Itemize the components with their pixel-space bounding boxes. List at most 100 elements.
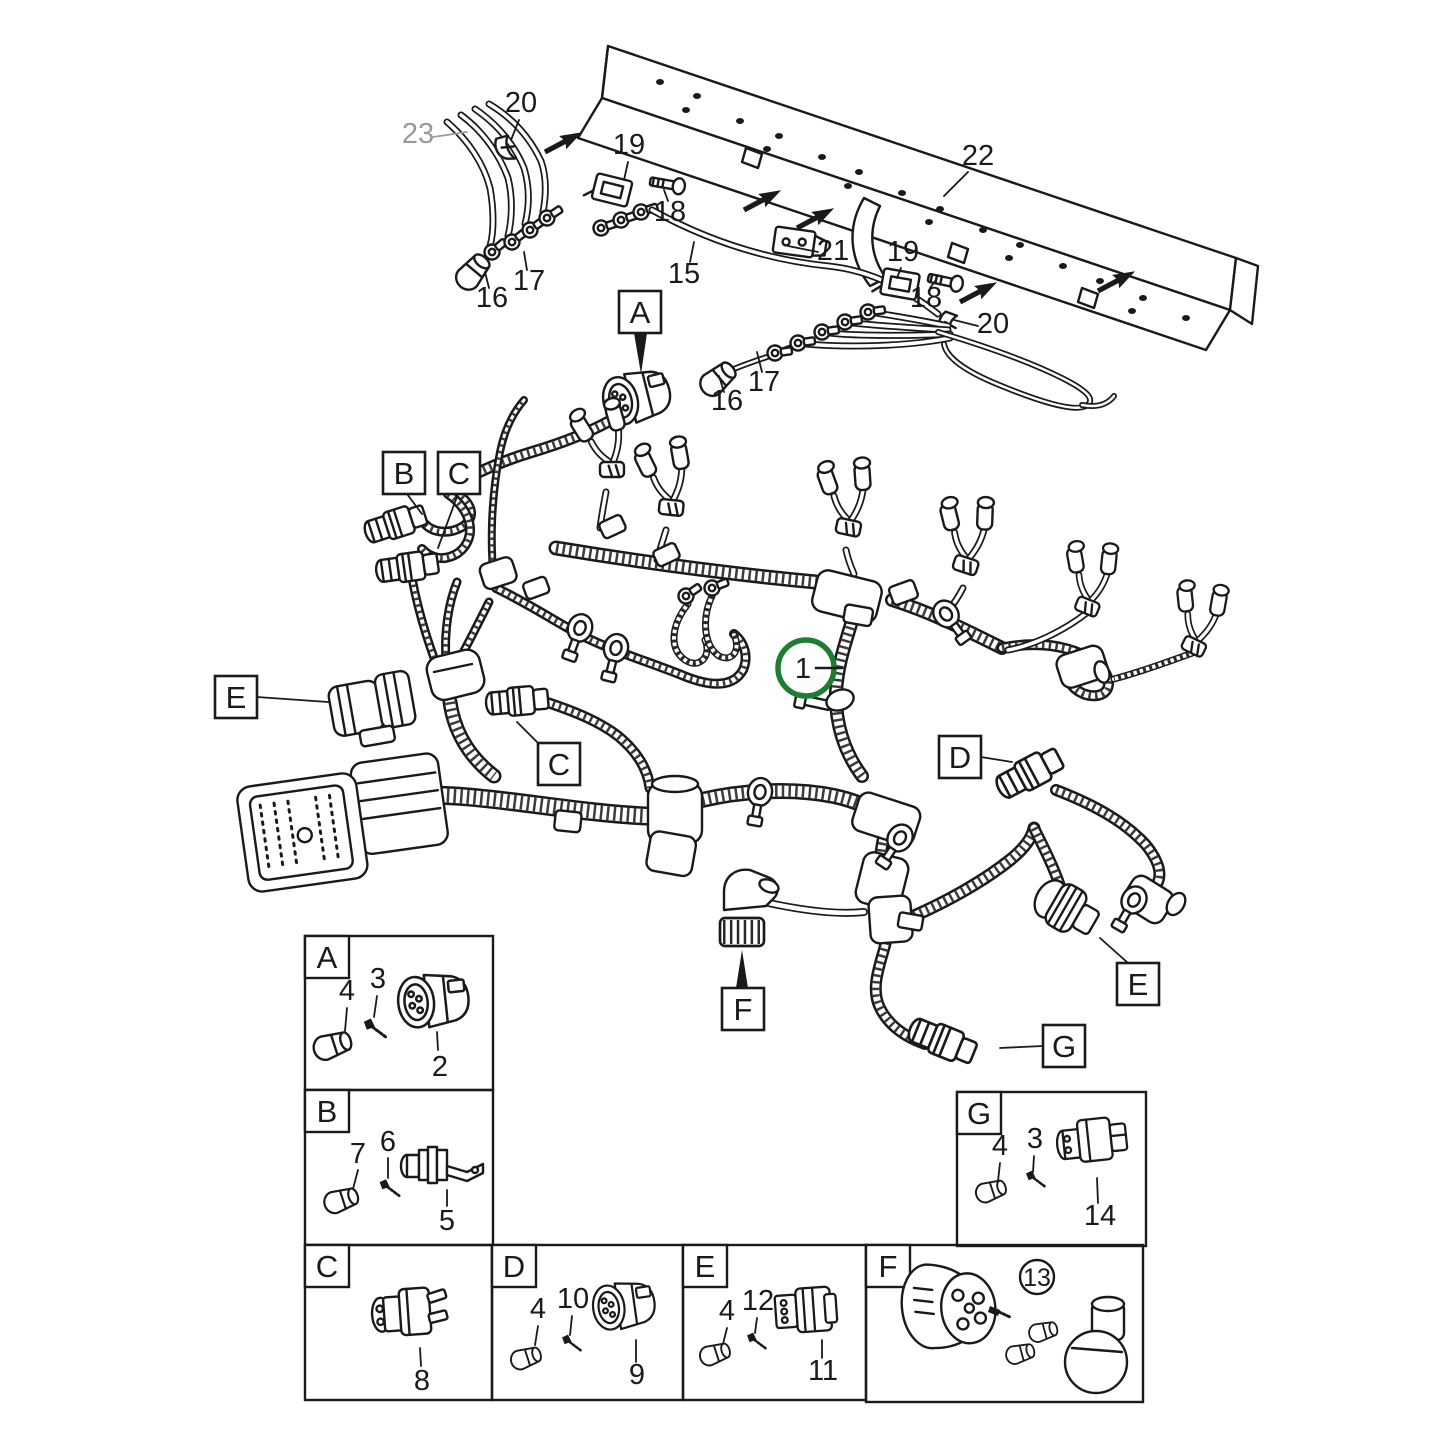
detail-b-label-7[interactable]: 7 bbox=[350, 1138, 366, 1170]
callout-e-left-letter[interactable]: E bbox=[226, 680, 247, 715]
rail-clip-slots bbox=[740, 146, 1100, 310]
big-elbow-fitting bbox=[645, 774, 704, 878]
detail-f-label-13[interactable]: 13 bbox=[1023, 1264, 1051, 1292]
detail-d-label-9[interactable]: 9 bbox=[629, 1359, 645, 1391]
callout-E-left[interactable]: E bbox=[213, 674, 259, 720]
part-label-16[interactable]: 16 bbox=[476, 282, 508, 314]
part-label-21[interactable]: 21 bbox=[817, 235, 849, 267]
detail-box-D: D 4 10 9 bbox=[490, 1243, 685, 1402]
part-label-20b[interactable]: 20 bbox=[977, 308, 1009, 340]
part-label-18[interactable]: 18 bbox=[654, 196, 686, 228]
elbow-fitting-left bbox=[425, 648, 486, 702]
detail-c-connector bbox=[369, 1284, 451, 1339]
detail-e-label-12[interactable]: 12 bbox=[742, 1285, 774, 1317]
detail-a-letter[interactable]: A bbox=[317, 940, 338, 975]
detail-box-A: A 4 3 2 bbox=[303, 934, 495, 1092]
clamp-part-1[interactable] bbox=[793, 686, 857, 714]
detail-d-label-10[interactable]: 10 bbox=[557, 1283, 589, 1315]
leader-line-23 bbox=[432, 131, 468, 138]
callout-E-right[interactable]: E bbox=[1115, 961, 1161, 1007]
callout-f-letter[interactable]: F bbox=[734, 992, 753, 1027]
part-label-18b[interactable]: 18 bbox=[910, 282, 942, 314]
callout-e-right-letter[interactable]: E bbox=[1128, 967, 1149, 1002]
rail-holes bbox=[656, 79, 1190, 321]
highlight-label-1[interactable]: 1 bbox=[795, 653, 811, 685]
connector-f-main[interactable] bbox=[720, 870, 781, 946]
detail-g-connector bbox=[1053, 1114, 1130, 1166]
detail-d-connector bbox=[588, 1277, 659, 1334]
ecu-connector-main[interactable] bbox=[232, 750, 454, 895]
callout-a-letter[interactable]: A bbox=[630, 295, 651, 330]
connector-e-left-main[interactable] bbox=[325, 668, 421, 753]
engine-harness-artwork bbox=[232, 363, 1230, 1070]
callout-F[interactable]: F bbox=[720, 986, 766, 1032]
callout-c2-letter[interactable]: C bbox=[548, 747, 570, 782]
detail-b-sensor bbox=[399, 1145, 485, 1185]
detail-b-label-5[interactable]: 5 bbox=[439, 1205, 455, 1237]
detail-a-connector bbox=[394, 969, 473, 1032]
tee-fitting-main bbox=[810, 569, 883, 628]
part-label-19b[interactable]: 19 bbox=[887, 236, 919, 268]
callout-G[interactable]: G bbox=[1041, 1023, 1087, 1069]
detail-c-letter[interactable]: C bbox=[316, 1249, 338, 1284]
detail-d-label-4[interactable]: 4 bbox=[530, 1293, 546, 1325]
detail-g-letter[interactable]: G bbox=[967, 1096, 991, 1131]
top-part-labels: 20 23 19 18 15 17 16 21 22 19 18 20 17 1… bbox=[402, 87, 1009, 417]
detail-b-letter[interactable]: B bbox=[317, 1094, 338, 1129]
callout-C2[interactable]: C bbox=[536, 741, 582, 787]
detail-box-F: F 13 bbox=[864, 1243, 1145, 1404]
detail-g-label-14[interactable]: 14 bbox=[1084, 1200, 1116, 1232]
callout-D[interactable]: D bbox=[937, 734, 983, 780]
detail-e-letter[interactable]: E bbox=[695, 1249, 716, 1284]
part-label-22[interactable]: 22 bbox=[962, 140, 994, 172]
detail-d-letter[interactable]: D bbox=[503, 1249, 525, 1284]
part-label-15[interactable]: 15 bbox=[668, 258, 700, 290]
detail-box-B: B 7 6 5 bbox=[303, 1088, 495, 1247]
detail-f-elbow bbox=[1063, 1295, 1129, 1395]
detail-g-label-4[interactable]: 4 bbox=[992, 1130, 1008, 1162]
detail-e-label-11[interactable]: 11 bbox=[808, 1355, 838, 1387]
frame-rail bbox=[576, 44, 1260, 352]
connector-e-right-main[interactable] bbox=[1025, 870, 1107, 946]
detail-e-connector bbox=[773, 1284, 839, 1336]
detail-g-label-3[interactable]: 3 bbox=[1027, 1123, 1043, 1155]
callout-c1-letter[interactable]: C bbox=[448, 456, 470, 491]
part-label-16b[interactable]: 16 bbox=[711, 385, 743, 417]
callout-C1[interactable]: C bbox=[436, 450, 482, 496]
highlight-circle-1[interactable]: 1 bbox=[775, 637, 844, 699]
part-label-19[interactable]: 19 bbox=[613, 129, 645, 161]
part-label-20[interactable]: 20 bbox=[505, 87, 537, 119]
connector-g-main[interactable] bbox=[903, 1012, 981, 1070]
detail-box-G: G 4 3 14 bbox=[955, 1090, 1148, 1248]
part-label-17b[interactable]: 17 bbox=[748, 366, 780, 398]
callout-g-letter[interactable]: G bbox=[1052, 1029, 1076, 1064]
callout-d-letter[interactable]: D bbox=[949, 740, 971, 775]
part-label-17[interactable]: 17 bbox=[513, 265, 545, 297]
cable-set-right bbox=[694, 265, 1117, 411]
detail-a-label-4[interactable]: 4 bbox=[339, 975, 355, 1007]
detail-b-label-6[interactable]: 6 bbox=[380, 1126, 396, 1158]
callout-b-letter[interactable]: B bbox=[394, 456, 415, 491]
callout-A[interactable]: A bbox=[617, 289, 663, 335]
tee-fitting-small bbox=[478, 556, 518, 591]
connector-c2-main[interactable] bbox=[483, 683, 551, 720]
detail-c-label-8[interactable]: 8 bbox=[414, 1365, 430, 1397]
connector-c-main[interactable] bbox=[373, 548, 441, 587]
part-label-23[interactable]: 23 bbox=[402, 118, 434, 150]
detail-a-label-2[interactable]: 2 bbox=[432, 1051, 448, 1083]
detail-box-C: C 8 bbox=[303, 1243, 494, 1402]
detail-a-label-3[interactable]: 3 bbox=[370, 963, 386, 995]
detail-f-letter[interactable]: F bbox=[879, 1249, 898, 1284]
detail-f-circled-13[interactable]: 13 bbox=[1018, 1258, 1056, 1296]
callout-pointers bbox=[256, 333, 1129, 1049]
connector-b-main[interactable] bbox=[360, 499, 431, 549]
detail-box-E: E 4 12 11 bbox=[681, 1243, 868, 1402]
detail-f-round-connector bbox=[896, 1256, 1001, 1353]
cable-set-left bbox=[443, 100, 567, 296]
leader-lines bbox=[484, 119, 979, 393]
rail-hanger-bracket bbox=[851, 196, 888, 288]
detail-e-label-4[interactable]: 4 bbox=[719, 1295, 735, 1327]
callout-B[interactable]: B bbox=[381, 450, 427, 496]
